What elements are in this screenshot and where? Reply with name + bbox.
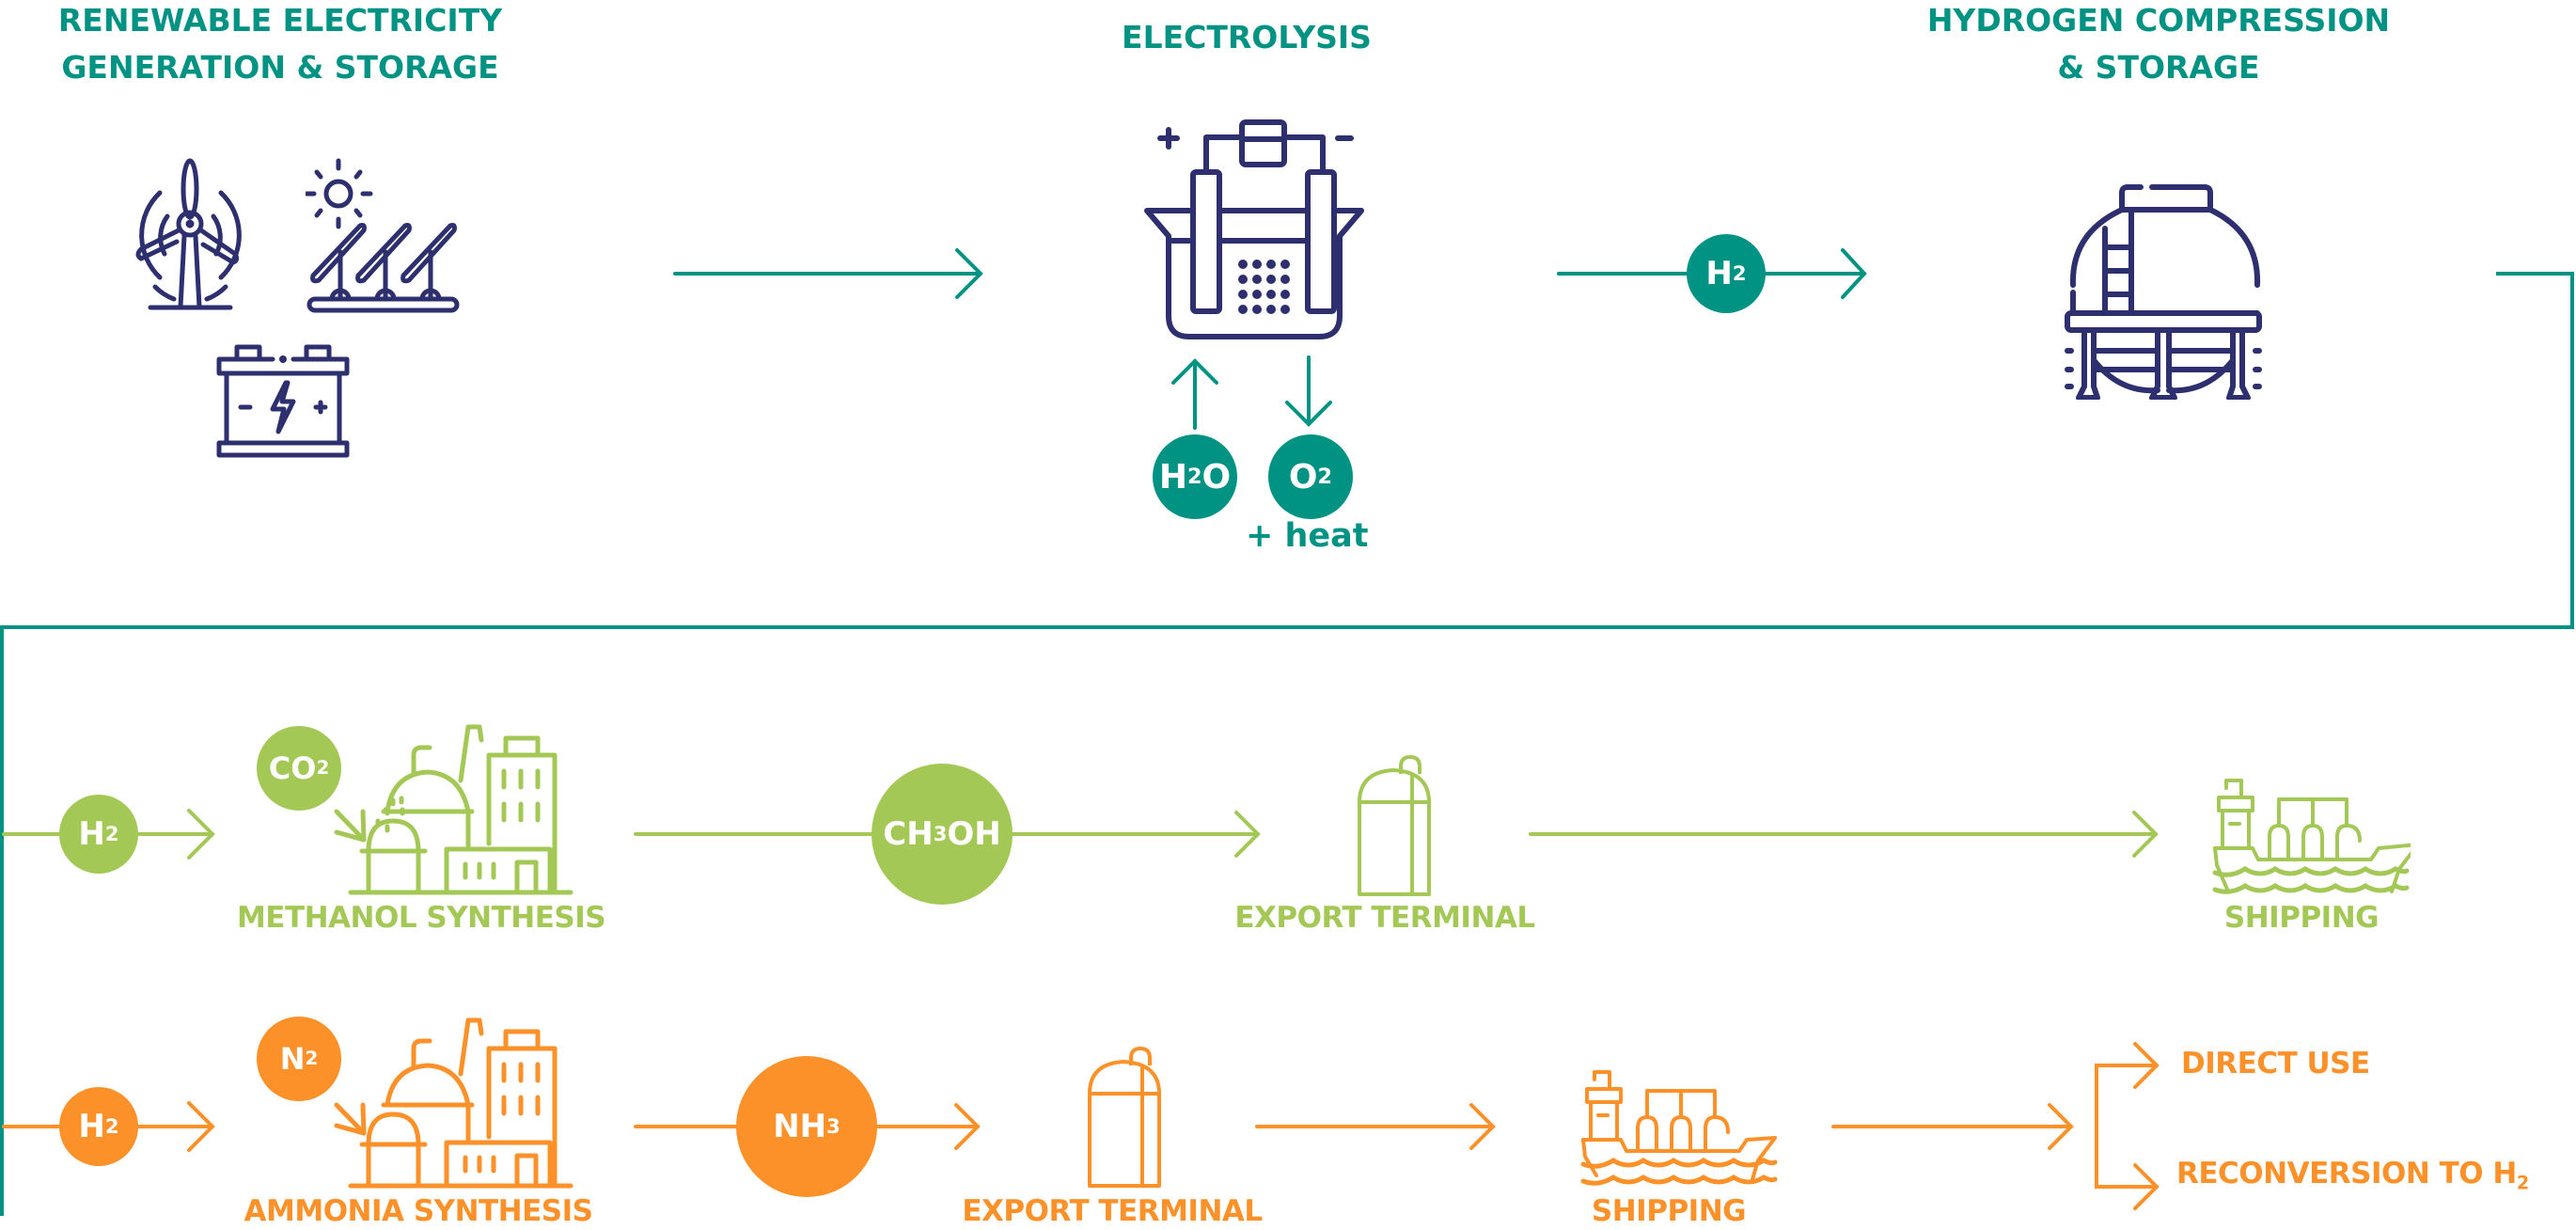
methanol-shipping-label: SHIPPING [2223,901,2380,935]
direct-use-text: DIRECT USE [2181,1047,2370,1080]
ammonia-shipping-label: SHIPPING [1591,1194,1747,1228]
renewable-stage-title: RENEWABLE ELECTRICITY GENERATION & STORA… [45,0,515,91]
methanol-feed-main: H [78,815,105,853]
methanol-factory-icon [334,724,573,895]
hydrogen-formula-main: H [1705,255,1733,292]
methanol-synthesis-label: METHANOL SYNTHESIS [236,901,606,935]
methanol-formula-main: CH [883,815,934,853]
methanol-formula-tail: OH [947,815,1001,853]
electrolysis-stage-title: ELECTROLYSIS [1122,19,1372,55]
ammonia-ship-icon [1581,1070,1777,1181]
direct-use-label: DIRECT USE [2181,1047,2370,1080]
oxygen-formula-main: O [1288,457,1318,497]
co2-formula-main: CO [268,750,317,786]
solar-panels-icon [306,158,460,313]
ammonia-factory-icon [334,1017,573,1189]
compression-title-line1: HYDROGEN COMPRESSION [1926,2,2391,39]
ammonia-synthesis-label: AMMONIA SYNTHESIS [243,1194,593,1228]
arrow-oxygen-output [1285,355,1332,427]
ammonia-waves-icon [1580,1158,1778,1186]
renewable-title-line1: RENEWABLE ELECTRICITY [57,2,503,39]
methanol-export-terminal-icon [1358,755,1431,896]
compression-stage-title: HYDROGEN COMPRESSION & STORAGE [1924,0,2394,91]
wind-turbine-icon [135,158,242,310]
methanol-waves-icon [2212,866,2410,894]
storage-tank-icon [2065,184,2262,400]
ammonia-export-terminal-icon [1088,1047,1161,1188]
water-formula-main: H [1158,457,1187,497]
methanol-export-terminal-label: EXPORT TERMINAL [1234,901,1535,935]
reconversion-sub: 2 [2516,1172,2529,1194]
n2-formula-main: N [279,1041,306,1077]
battery-icon [216,344,350,458]
water-formula-tail: O [1202,457,1232,497]
heat-byproduct-label: + heat [1246,517,1369,555]
ammonia-export-terminal-label: EXPORT TERMINAL [962,1194,1263,1228]
methanol-connectors [2,809,2159,859]
reconversion-label: RECONVERSION TO H2 [2176,1157,2529,1194]
ammonia-feed-main: H [78,1108,105,1145]
loop-connector-line [0,272,2574,1216]
renewable-title-line2: GENERATION & STORAGE [61,49,499,86]
methanol-ship-icon [2213,779,2411,893]
arrow-water-input [1171,358,1218,430]
electrolyser-icon [1144,119,1364,339]
reconversion-text: RECONVERSION TO H [2176,1157,2517,1191]
ammonia-formula-main: NH [773,1108,827,1145]
compression-title-line2: & STORAGE [2057,49,2260,86]
arrow-renewable-to-electrolysis [673,248,983,299]
